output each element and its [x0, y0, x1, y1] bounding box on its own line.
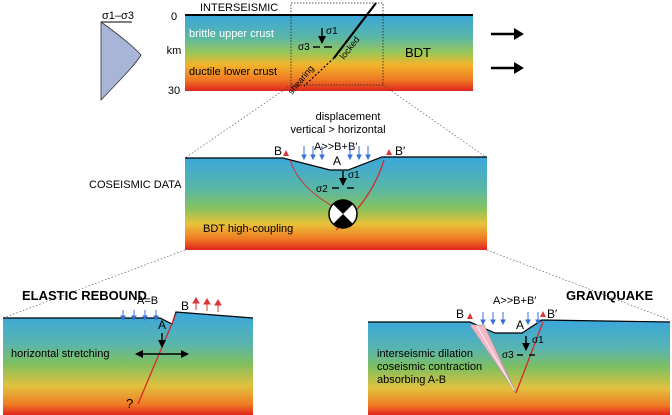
brittle-upper-crust-label: brittle upper crust [189, 28, 274, 40]
interseismic-title: INTERSEISMIC [200, 2, 278, 14]
stress-profile: σ1–σ3 [100, 10, 142, 102]
graviquake-point-a: A [516, 318, 524, 332]
coseismic-sigma2-label: σ2 [316, 184, 328, 195]
stress-profile-label: σ1–σ3 [102, 10, 134, 22]
elastic-relation: A=B [137, 295, 158, 307]
graviquake-b-prime-uplift-arrow [540, 311, 546, 317]
coseismic-relation: A>>B+B′ [314, 141, 357, 153]
zoom-lines [2, 84, 671, 321]
graviquake-sigma1-label: σ1 [532, 335, 544, 346]
coseismic-sigma1-label: σ1 [348, 170, 360, 181]
depth-bottom-label: 30 [168, 85, 180, 97]
horizontal-stretching-label: horizontal stretching [11, 348, 109, 360]
elastic-unknown-label: ? [126, 396, 133, 411]
elastic-rebound-panel: ELASTIC REBOUND A=B A B ? horizontal str… [3, 288, 254, 415]
bdt-label: BDT [405, 45, 431, 60]
displacement-comparison: vertical > horizontal [290, 124, 385, 136]
coseismic-point-a: A [333, 154, 341, 168]
coseismic-contraction-label: coseismic contraction [377, 361, 482, 373]
elastic-crust [3, 312, 253, 415]
depth-top-label: 0 [171, 11, 177, 23]
bdt-high-coupling-label: BDT high-coupling [203, 223, 293, 235]
graviquake-b-uplift-arrow [467, 313, 473, 319]
depth-unit-label: km [167, 45, 182, 57]
locked-fault [333, 2, 377, 59]
elastic-subsidence-arrows [120, 310, 159, 322]
plate-motion-arrowhead-lower [514, 62, 524, 74]
coseismic-title: COSEISMIC DATA [89, 179, 182, 191]
graviquake-point-b-prime: B′ [547, 307, 558, 321]
graviquake-subsidence-arrows [480, 312, 541, 326]
elastic-point-a: A [158, 318, 166, 332]
sigma1-label: σ1 [326, 26, 338, 37]
elastic-point-b: B [181, 299, 189, 313]
interseismic-crust [185, 15, 473, 91]
zoom-box [290, 2, 384, 86]
focal-mechanism-icon [328, 199, 358, 229]
graviquake-crust [368, 320, 670, 415]
subsidence-arrows [301, 146, 371, 161]
interseismic-dilation-label: interseismic dilation [377, 348, 473, 360]
sigma3-label: σ3 [298, 42, 310, 53]
elastic-uplift-arrows [192, 297, 222, 312]
coseismic-point-b: B [274, 144, 282, 158]
coseismic-point-b-prime: B′ [395, 144, 406, 158]
stress-profile-shape [100, 21, 142, 102]
graviquake-relation: A>>B+B′ [493, 295, 536, 307]
elastic-fault [137, 313, 177, 405]
absorbing-label: absorbing A-B [377, 374, 446, 386]
coseismic-panel: COSEISMIC DATA displacement vertical > h… [89, 111, 487, 250]
b-prime-uplift-arrow [386, 149, 392, 155]
dilation-wedge [469, 324, 517, 394]
elastic-rebound-title: ELASTIC REBOUND [22, 288, 147, 303]
shearing-fault [303, 57, 335, 87]
graviquake-point-b: B [456, 307, 464, 321]
interseismic-panel: INTERSEISMIC 0 km 30 brittle upper crust… [167, 2, 524, 97]
graviquake-sigma3-label: σ3 [502, 350, 514, 361]
displacement-heading: displacement [316, 111, 381, 123]
graviquake-title: GRAVIQUAKE [566, 288, 653, 303]
plate-motion-arrowhead-upper [514, 28, 524, 40]
graviquake-fault [515, 321, 544, 394]
ductile-lower-crust-label: ductile lower crust [189, 66, 277, 78]
b-uplift-arrow [283, 150, 289, 156]
graviquake-panel: GRAVIQUAKE A>>B+B′ A B B′ σ1 σ3 intersei… [368, 288, 671, 415]
